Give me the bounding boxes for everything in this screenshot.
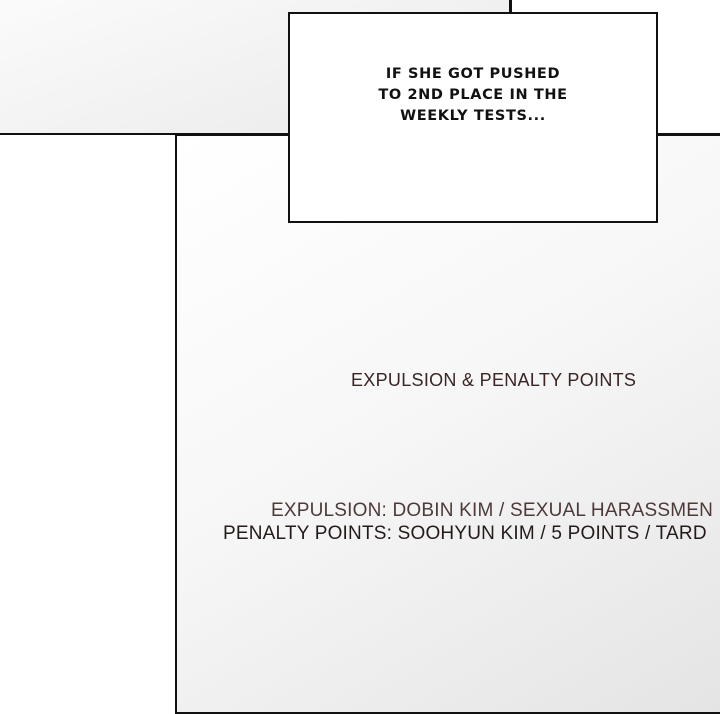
- notice-line-expulsion: EXPULSION: DOBIN KIM / SEXUAL HARASSMEN: [271, 500, 714, 521]
- comic-panel-main: [175, 134, 720, 714]
- notice-title: EXPULSION & PENALTY POINTS: [351, 370, 637, 390]
- narration-caption: IF SHE GOT PUSHED TO 2ND PLACE IN THE WE…: [378, 64, 567, 127]
- caption-line-1: IF SHE GOT PUSHED: [385, 66, 561, 82]
- caption-line-2: TO 2ND PLACE IN THE: [378, 87, 568, 103]
- notice-line-penalty: PENALTY POINTS: SOOHYUN KIM / 5 POINTS /…: [223, 523, 707, 544]
- narration-caption-box: IF SHE GOT PUSHED TO 2ND PLACE IN THE WE…: [288, 12, 658, 223]
- caption-line-3: WEEKLY TESTS...: [400, 108, 546, 124]
